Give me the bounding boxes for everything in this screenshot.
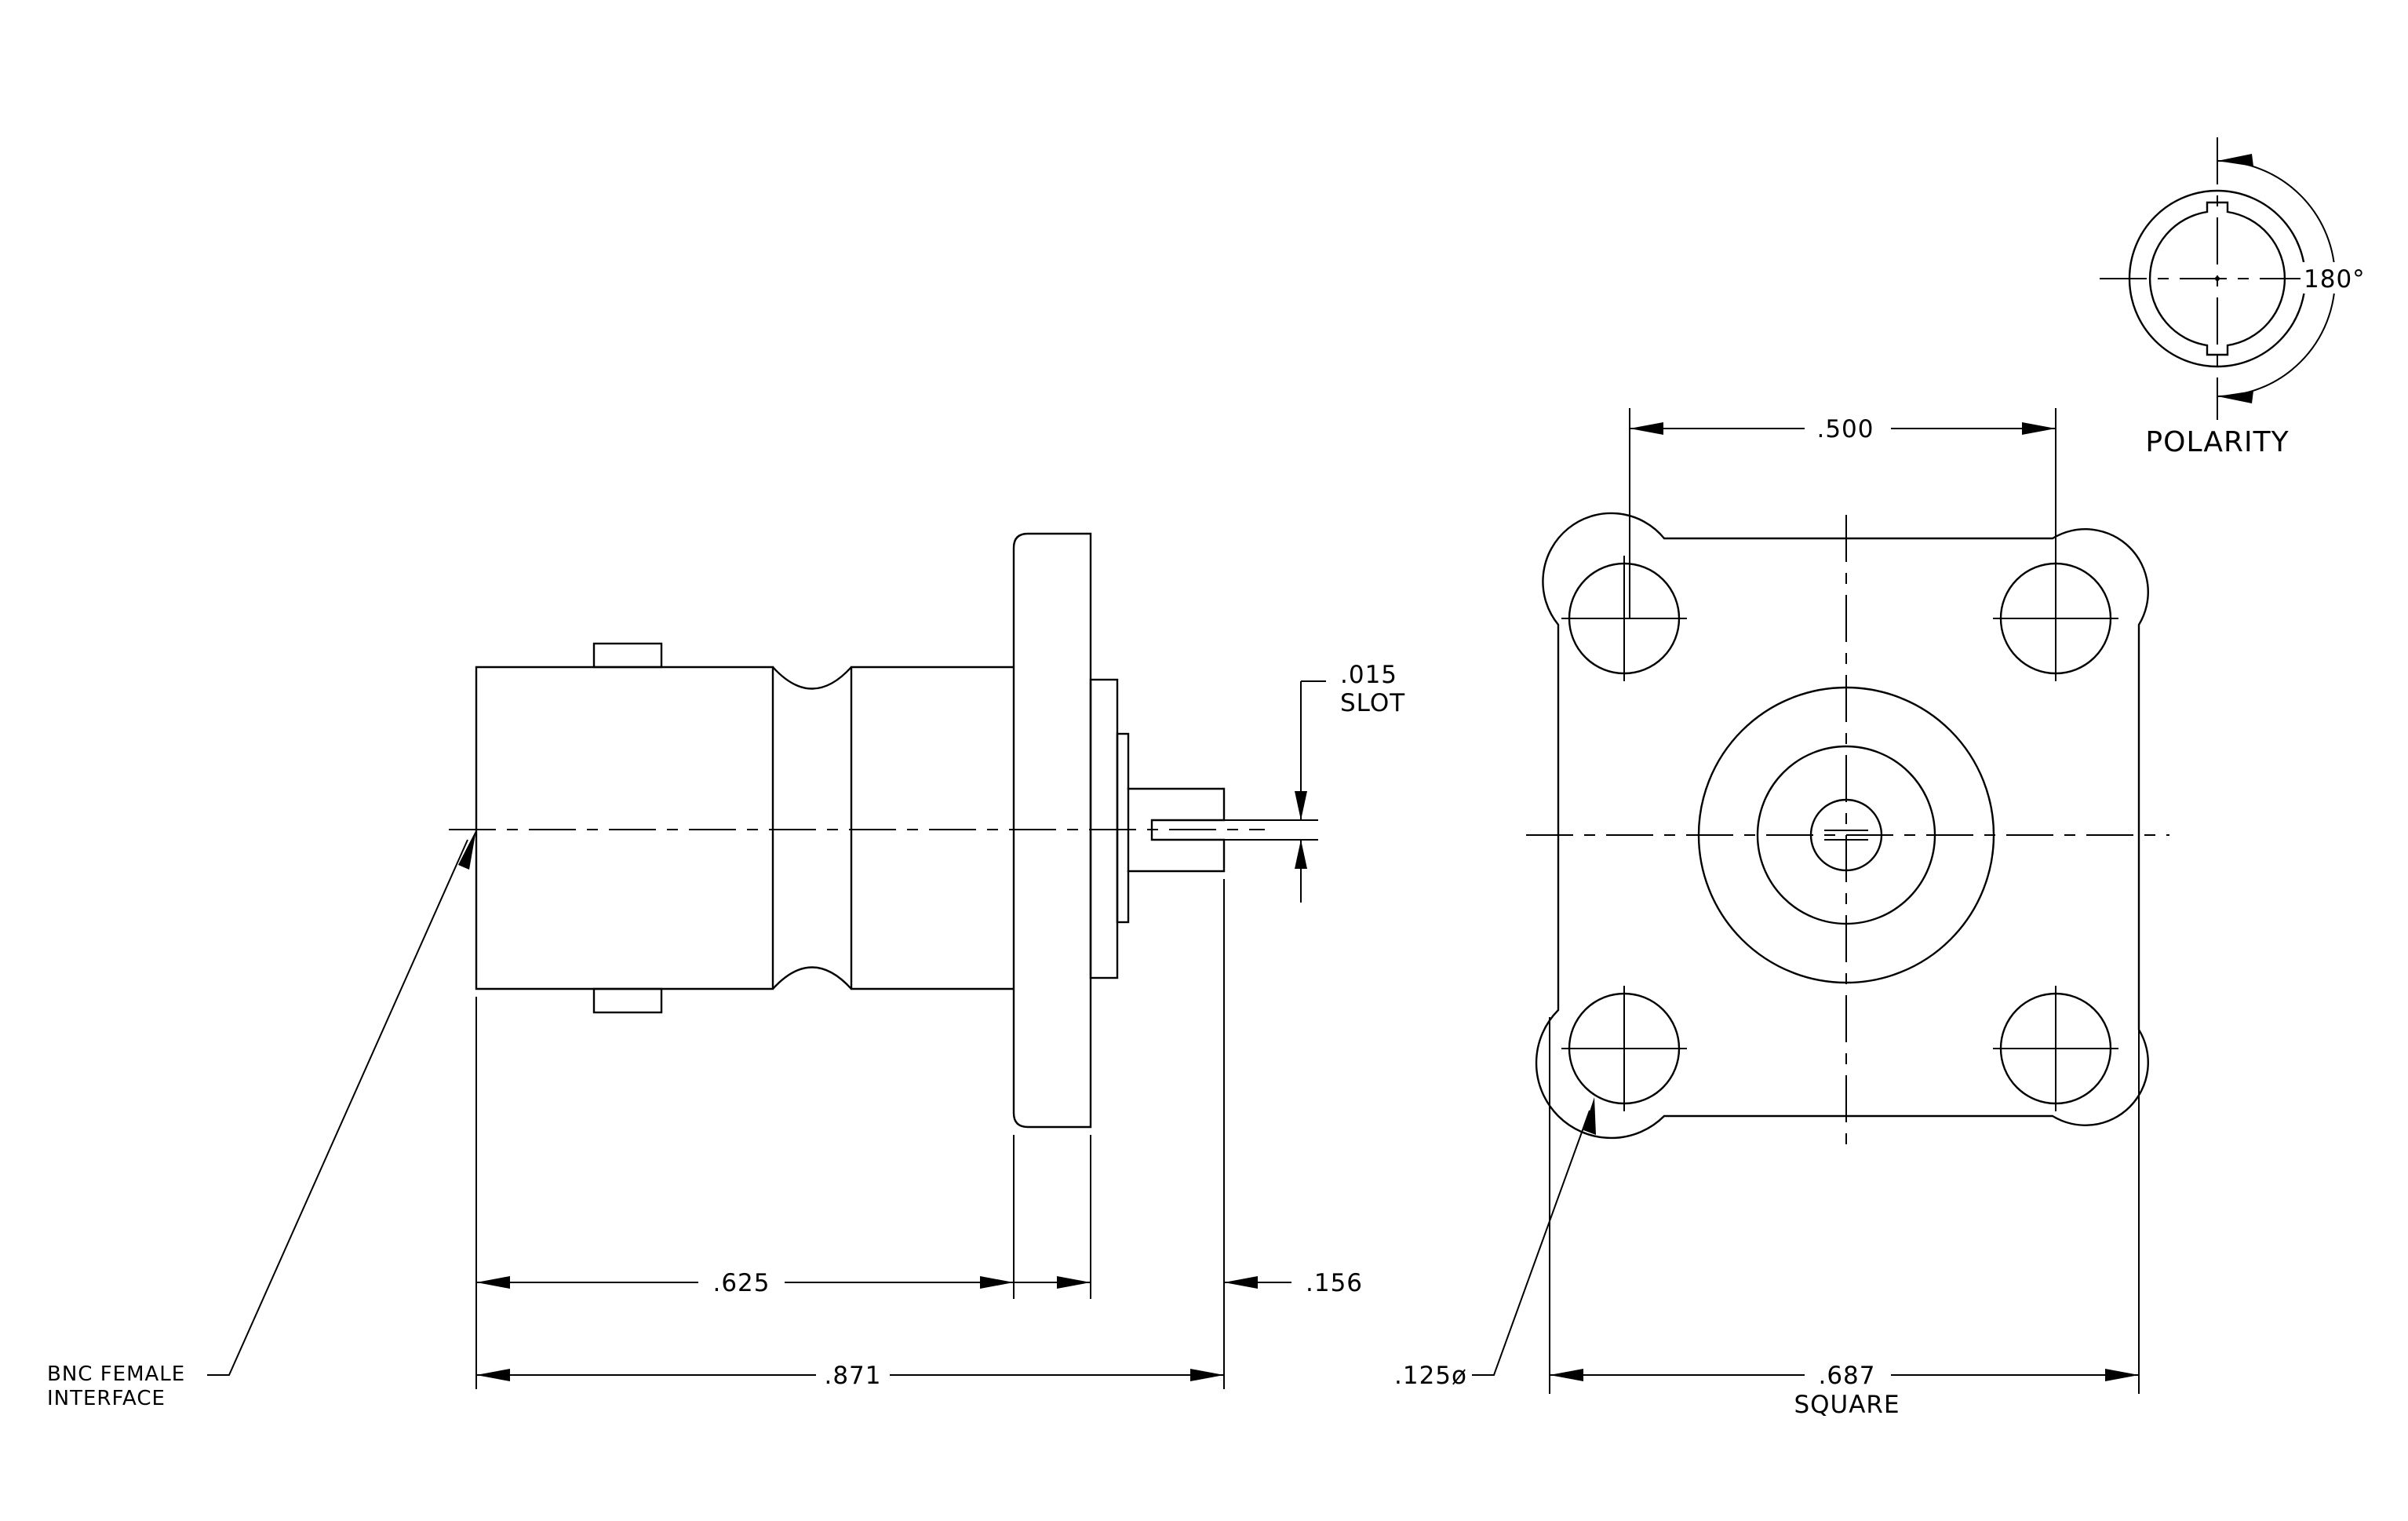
polarity-keyed-ring	[2148, 201, 2286, 356]
interface-leader-arrow	[458, 830, 476, 870]
polarity-arc-arrow-bottom	[2217, 391, 2253, 403]
slot-arrow-up	[1295, 840, 1307, 869]
dim-500-arrow-left	[1630, 422, 1663, 435]
dim-871-value: .871	[824, 1362, 881, 1390]
dim-687-label: SQUARE	[1794, 1391, 1900, 1419]
slot-arrow-down	[1295, 791, 1307, 820]
dim-871-arrow-left	[476, 1369, 510, 1381]
interface-note-line2: INTERFACE	[47, 1387, 166, 1410]
polarity-angle: 180°	[2304, 265, 2366, 294]
side-view: .015 SLOT .625 .156 .871 BNC FEMALE INTE…	[47, 532, 1405, 1410]
hole-diameter-value: .125ø	[1394, 1362, 1467, 1390]
slot-label: SLOT	[1340, 689, 1405, 717]
angle-label-bg	[2301, 262, 2366, 294]
bayonet-stud-bottom	[592, 987, 663, 1014]
hole-crosshairs	[1561, 556, 2118, 1111]
interface-note-line1: BNC FEMALE	[47, 1362, 185, 1386]
polarity-arc-arrow-top	[2217, 154, 2253, 166]
hole-leader	[1472, 1110, 1590, 1376]
flange-front-outline	[1535, 512, 2149, 1140]
dim-500-value: .500	[1816, 415, 1874, 443]
dim-156-value: .156	[1306, 1269, 1363, 1297]
dim-625-arrow-left	[476, 1276, 510, 1289]
slot-value: .015	[1340, 661, 1397, 689]
flange-side	[1012, 532, 1092, 1129]
dim-687-arrow-right	[2105, 1369, 2139, 1381]
dim-156-arrow	[1057, 1276, 1091, 1289]
polarity-detail: 180° POLARITY	[2100, 137, 2366, 458]
dim-500-arrow-right	[2022, 422, 2056, 435]
interface-leader	[207, 839, 468, 1376]
bayonet-stud-top	[592, 642, 663, 669]
rear-step-2	[1116, 732, 1130, 924]
front-view: .500 .687 SQUARE .125ø	[1394, 408, 2169, 1419]
dim-625-arrow-right	[980, 1276, 1014, 1289]
dim-687-arrow-left	[1550, 1369, 1583, 1381]
hole-leader-arrow	[1583, 1097, 1596, 1135]
dim-687-value: .687	[1818, 1362, 1875, 1390]
dim-156-arrow	[1224, 1276, 1258, 1289]
dim-625-value: .625	[712, 1269, 770, 1297]
polarity-label: POLARITY	[2145, 426, 2289, 458]
bnc-body-outline	[475, 666, 1014, 990]
dim-871-arrow-right	[1190, 1369, 1224, 1381]
